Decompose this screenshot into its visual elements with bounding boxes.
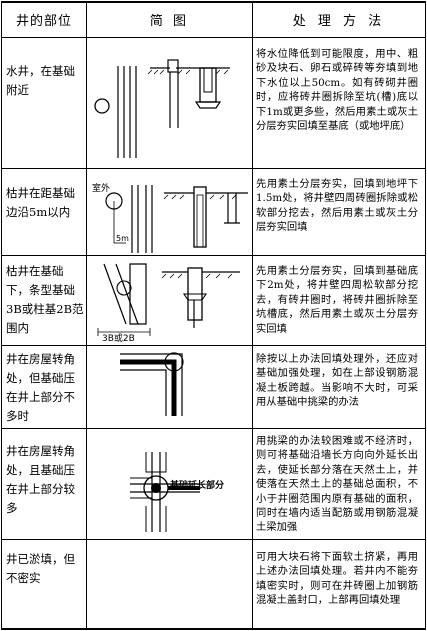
table-border-right (425, 1, 426, 629)
table-border-top (1, 1, 426, 3)
row-divider (1, 255, 426, 256)
header-method: 处 理 方 法 (292, 13, 386, 29)
table-border-left (1, 1, 2, 629)
row-5-location: 井在房屋转角处，且基础压在井上部分较多 (6, 444, 75, 515)
row-3-location: 枯井在基础下，条型基础3B或柱基2B范围内 (6, 264, 84, 335)
row-3-diagram (90, 258, 250, 344)
row-4-method: 除按以上办法回填处理外，还应对基础加强处理，如在上部设钢筋混凝土板跨越。当影响不… (256, 353, 418, 409)
row-5-method: 用挑梁的办法较困难或不经济时，则可将基础沿墙长方向向外延长出去，使延长部分落在天… (256, 435, 418, 534)
row-1-diagram (90, 42, 250, 162)
row-4-location: 井在房屋转角处，但基础压在井上部分不多时 (6, 352, 75, 423)
well-plan-circle (164, 352, 184, 372)
row-divider (1, 345, 426, 346)
row-divider (1, 168, 426, 169)
well-plan-circle (116, 280, 132, 296)
row-1-method: 将水位降低到可能限度，用中、粗砂及块石、卵石或碎砖等夯填到地下水位以上50cm。… (256, 48, 418, 133)
column-divider (86, 1, 87, 629)
table-border-bottom (1, 628, 426, 630)
row-2-diagram (90, 173, 250, 255)
row-5-label-extension: 基础延长部分 (170, 481, 225, 491)
row-divider (1, 539, 426, 540)
row-5-diagram (90, 432, 250, 536)
header-divider (1, 37, 426, 38)
row-2-label-distance: 5m (116, 234, 129, 243)
row-2-label-outside: 室外 (92, 184, 111, 194)
row-2-location: 枯井在距基础边沿5m以内 (6, 186, 75, 219)
row-6-location: 井已淤填，但不密实 (6, 552, 75, 585)
row-6-method: 可用大块石将下面软土挤紧，再用上述办法回填处理。若井内不能夯填密实时，则可在井砖… (256, 551, 418, 607)
row-1-location: 水井，在基础附近 (6, 64, 75, 97)
row-divider (1, 428, 426, 429)
row-4-diagram (90, 350, 250, 426)
row-3-method: 先用素土分层夯实，回填到基础底下2m处，将井壁四周松软部分挖去，有砖井圈时，将砖… (256, 265, 418, 335)
row-3-label-width: 3B或2B (102, 334, 135, 344)
column-divider (252, 1, 253, 629)
well-plan-circle (94, 98, 110, 114)
header-location: 井的部位 (15, 13, 72, 29)
row-2-method: 先用素土分层夯实，回填到地坪下1.5m处，将井壁四周砖圈拆除或松软部分挖去，然后… (256, 178, 418, 234)
header-diagram: 简 图 (149, 13, 190, 29)
